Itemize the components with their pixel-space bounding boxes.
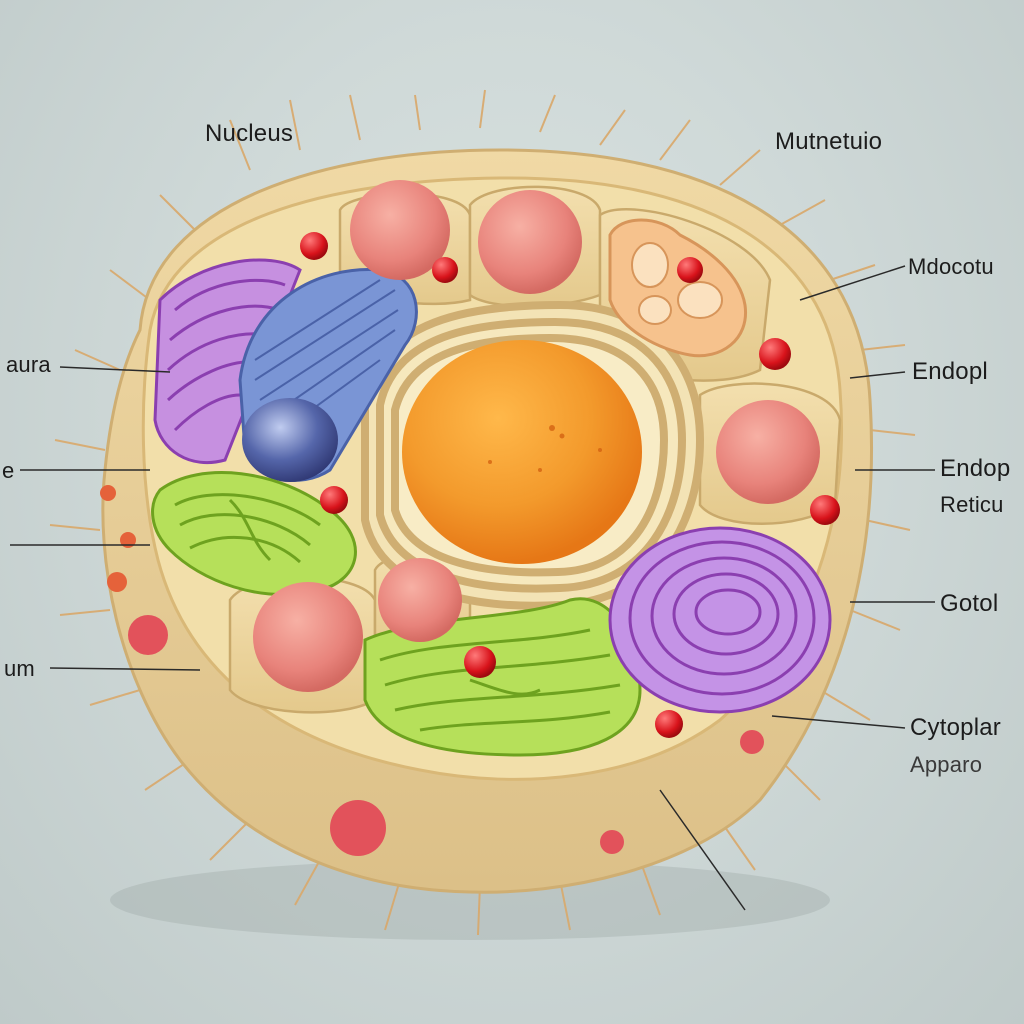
label-right-1: Mdocotu [908, 254, 994, 279]
vesicles [253, 180, 820, 692]
nucleus [402, 340, 642, 564]
endoplasmic-reticulum-left [151, 471, 357, 596]
label-right-3-line1: Endop [940, 455, 1011, 482]
membrane-spots [100, 485, 764, 856]
cell-cilia [49, 89, 916, 936]
cell-shadow [110, 860, 830, 940]
label-right-5-line1: Cytoplar [910, 714, 1001, 741]
label-nucleus: Nucleus [205, 120, 294, 147]
vacuole [608, 218, 748, 358]
ribosomes [300, 232, 840, 738]
label-top-right: Mutnetuio [775, 128, 883, 155]
label-left-2: e [2, 458, 15, 483]
golgi-right [608, 526, 832, 714]
label-right-5-line2: Apparo [910, 752, 983, 777]
nucleus-pores [488, 425, 602, 472]
label-left-3: um [4, 656, 35, 681]
label-right-3-line2: Reticu [940, 492, 1004, 517]
label-right-2: Endopl [912, 358, 988, 385]
mitochondrion [238, 268, 418, 482]
leader-lines [10, 265, 935, 911]
golgi-left [153, 258, 302, 465]
label-right-4: Gotol [940, 590, 999, 617]
label-left-1: aura [6, 352, 51, 377]
